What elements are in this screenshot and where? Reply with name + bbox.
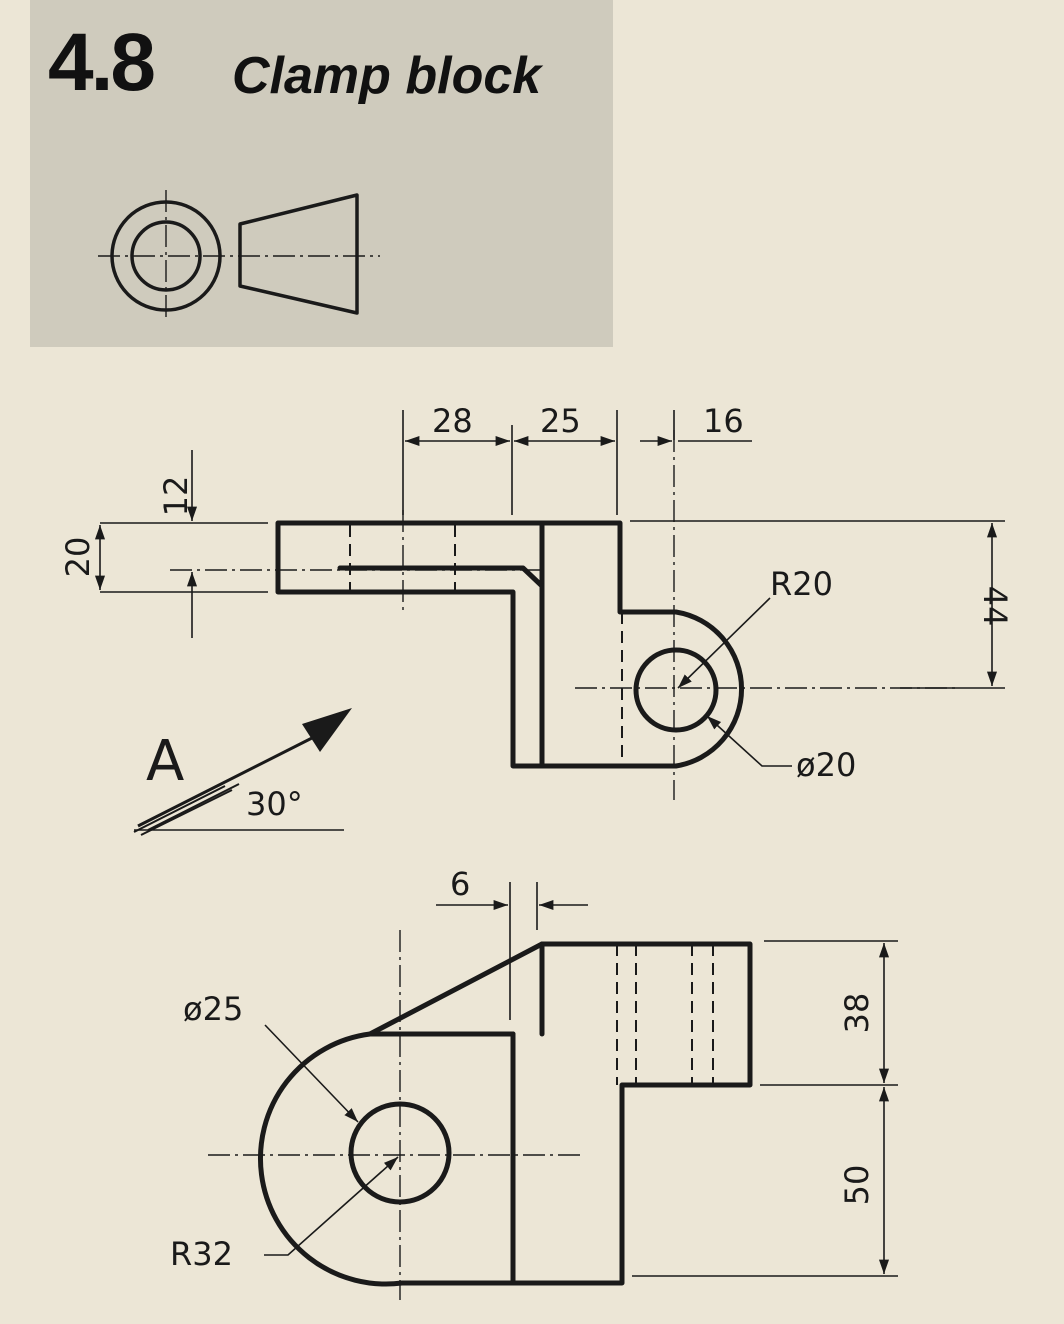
dim-38: 38 xyxy=(838,993,876,1034)
dim-16: 16 xyxy=(703,402,744,440)
exercise-title: Clamp block xyxy=(232,47,542,105)
view-angle: 30° xyxy=(246,785,303,823)
dim-r20: R20 xyxy=(770,565,833,603)
front-view-outline xyxy=(275,520,745,769)
plan-view-outline xyxy=(257,941,753,1287)
dim-12: 12 xyxy=(157,476,195,517)
dim-28: 28 xyxy=(432,402,473,440)
dim-dia20: ø20 xyxy=(796,746,856,784)
dim-dia25: ø25 xyxy=(183,990,243,1028)
dim-6: 6 xyxy=(450,865,470,903)
view-direction-arrow-a: A 30° xyxy=(133,708,352,836)
front-hole-dia20 xyxy=(633,647,719,733)
view-label-a: A xyxy=(146,729,184,794)
header-panel xyxy=(30,0,613,347)
plan-view: 6 ø25 R32 38 50 xyxy=(170,865,898,1300)
exercise-number: 4.8 xyxy=(48,17,156,108)
dim-50: 50 xyxy=(838,1165,876,1206)
dim-20-height: 20 xyxy=(59,537,97,578)
front-view: 28 25 16 12 20 44 R20 ø20 A 30° xyxy=(59,402,1014,836)
dim-25: 25 xyxy=(540,402,581,440)
dim-r32: R32 xyxy=(170,1235,233,1273)
dim-44: 44 xyxy=(976,586,1014,627)
projection-symbol xyxy=(98,190,380,322)
plan-hole-dia25 xyxy=(348,1101,452,1205)
